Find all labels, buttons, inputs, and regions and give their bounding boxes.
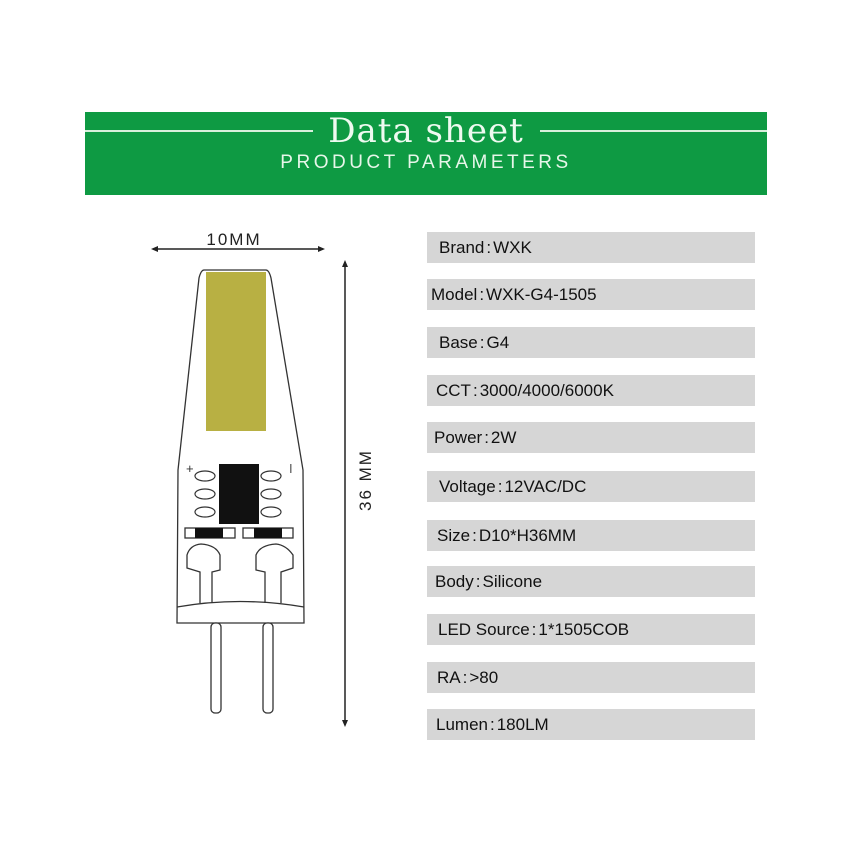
page-title: Data sheet [328,111,524,151]
spec-separator: : [531,620,537,639]
width-label: 10MM [206,230,261,249]
smd-component [195,528,223,538]
spec-label: Voltage [439,477,496,496]
spec-label: Brand [439,238,485,257]
header-banner: Data sheet PRODUCT PARAMETERS [85,111,767,195]
arrowhead-icon [342,260,348,267]
spec-value: Silicone [482,572,543,591]
spec-value: 1*1505COB [538,620,630,639]
spec-label: Model [431,285,478,304]
spec-separator: : [486,238,492,257]
spec-label: RA [437,668,461,687]
spec-separator: : [462,668,468,687]
spec-row-body: Body:Silicone [427,566,755,597]
spec-separator: : [489,715,495,734]
spec-row-cct: CCT:3000/4000/6000K [427,375,755,406]
spec-label: Lumen [436,715,488,734]
spec-row-model: Model:WXK-G4-1505 [427,279,755,310]
spec-separator: : [484,428,489,447]
spec-separator: : [472,526,477,545]
smd-component [254,528,282,538]
spec-label: Base [439,333,478,352]
spec-separator: : [475,572,481,591]
arrowhead-icon [151,246,158,252]
spec-row-size: Size:D10*H36MM [427,520,755,551]
spec-label: CCT [436,381,471,400]
plus-sign: + [186,461,194,476]
arrowhead-icon [342,720,348,727]
cob-led-strip [206,272,266,431]
spec-separator: : [479,285,485,304]
spec-value: >80 [469,668,499,687]
chip-pads [194,470,282,518]
spec-separator: : [497,477,503,496]
spec-value: 12VAC/DC [504,477,587,496]
page-subtitle: PRODUCT PARAMETERS [280,152,572,173]
spec-value: G4 [486,333,510,352]
spec-value: 180LM [496,715,549,734]
divider-line [85,130,313,132]
driver-chip [219,464,259,524]
spec-row-voltage: Voltage:12VAC/DC [427,471,755,502]
spec-value: 3000/4000/6000K [479,381,614,400]
spec-separator: : [472,381,478,400]
spec-row-ra: RA:>80 [427,662,755,693]
spec-row-power: Power:2W [427,422,755,453]
spec-label: Size [437,526,471,545]
spec-value: 2W [490,428,517,447]
spec-value: WXK-G4-1505 [486,285,597,304]
spec-value: WXK [493,238,532,257]
spec-row-led-source: LED Source:1*1505COB [427,614,755,645]
arrowhead-icon [318,246,325,252]
spec-row-lumen: Lumen:180LM [427,709,755,740]
spec-label: LED Source [438,620,530,639]
spec-row-base: Base:G4 [427,327,755,358]
spec-label: Body [435,572,474,591]
divider-line [540,130,767,132]
spec-value: D10*H36MM [478,526,577,545]
spec-label: Power [434,428,483,447]
height-label: 36 MM [356,449,375,511]
pin [262,622,274,714]
pin [210,622,222,714]
spec-row-brand: Brand:WXK [427,232,755,263]
spec-separator: : [479,333,485,352]
minus-sign: I [289,461,293,476]
